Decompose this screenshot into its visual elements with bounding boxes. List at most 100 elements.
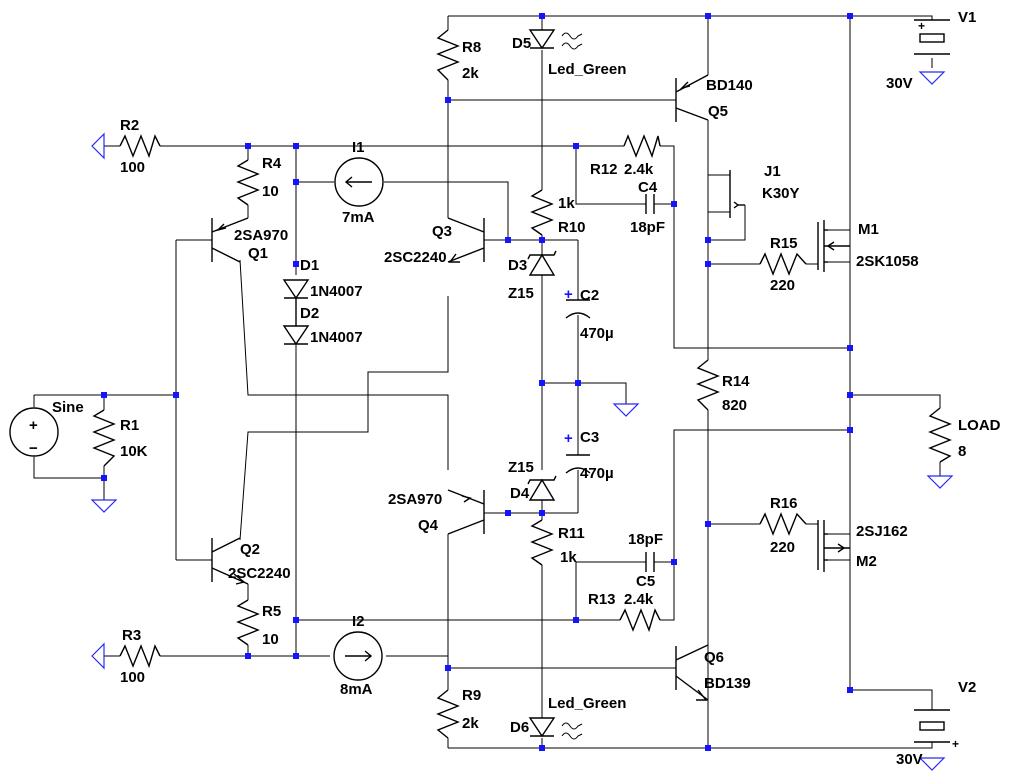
r5-name: R5: [262, 603, 281, 620]
v1-name: V1: [958, 9, 976, 26]
c4-symbol[interactable]: [645, 194, 655, 214]
c2-value: 470µ: [580, 325, 614, 342]
q4-transistor-symbol[interactable]: [447, 489, 485, 535]
d2-symbol[interactable]: [282, 325, 310, 346]
r2-value: 100: [120, 159, 145, 176]
d5-led-symbol[interactable]: [528, 29, 583, 50]
m2-name: M2: [856, 553, 877, 570]
r15-name: R15: [770, 235, 798, 252]
j1-value: K30Y: [762, 185, 800, 202]
i2-name: I2: [352, 613, 365, 630]
r3-ground-icon: [91, 642, 105, 670]
v1-battery-symbol[interactable]: [914, 19, 950, 55]
m1-value: 2SK1058: [856, 253, 919, 270]
r13-symbol[interactable]: [619, 608, 661, 633]
q6-name: Q6: [704, 649, 724, 666]
q3-name: Q3: [432, 223, 452, 240]
v2-name: V2: [958, 679, 976, 696]
r8-symbol[interactable]: [436, 29, 460, 81]
i1-current-source-symbol[interactable]: [334, 157, 384, 207]
j1-name: J1: [764, 163, 781, 180]
q4-value: 2SA970: [388, 491, 442, 508]
r16-name: R16: [770, 495, 798, 512]
load-name: LOAD: [958, 417, 1001, 434]
v2-battery-symbol[interactable]: [914, 709, 950, 743]
q4-name: Q4: [418, 517, 439, 534]
r10-name: R10: [558, 219, 586, 236]
r11-value: 1k: [560, 549, 577, 566]
q5-transistor-symbol[interactable]: [675, 74, 709, 122]
c3-symbol[interactable]: [565, 454, 591, 474]
r9-value: 2k: [462, 715, 479, 732]
r2-symbol[interactable]: [119, 134, 161, 159]
d1-name: D1: [300, 257, 319, 274]
r1-symbol[interactable]: [92, 409, 116, 467]
q2-transistor-symbol[interactable]: [211, 537, 249, 585]
d1-symbol[interactable]: [282, 279, 310, 326]
r9-symbol[interactable]: [436, 689, 460, 739]
r10-value: 1k: [558, 195, 575, 212]
load-value: 8: [958, 443, 966, 460]
m2-mosfet-symbol[interactable]: [817, 520, 850, 572]
d3-name: D3: [508, 257, 527, 274]
load-ground-icon: [926, 475, 954, 489]
r4-symbol[interactable]: [236, 159, 260, 206]
d6-name: D6: [510, 719, 529, 736]
q5-value: BD140: [706, 77, 753, 94]
d6-led-symbol[interactable]: [528, 717, 583, 740]
q6-value: BD139: [704, 675, 751, 692]
d6-value: Led_Green: [548, 695, 626, 712]
q2-name: Q2: [240, 541, 260, 558]
sine-source-symbol[interactable]: [9, 407, 59, 457]
r1-name: R1: [120, 417, 139, 434]
r14-name: R14: [722, 373, 750, 390]
c3-name: C3: [580, 429, 599, 446]
v2-plus-mark: +: [952, 737, 959, 751]
r13-value: 2.4k: [624, 591, 654, 608]
r16-symbol[interactable]: [759, 512, 807, 536]
r11-symbol[interactable]: [530, 519, 554, 566]
wires: [33, 15, 941, 749]
r1-value: 10K: [120, 443, 148, 460]
r13-name: R13: [588, 591, 616, 608]
d4-name: D4: [510, 485, 530, 502]
r15-symbol[interactable]: [759, 252, 807, 276]
d4-zener-symbol[interactable]: [527, 475, 557, 501]
q6-transistor-symbol[interactable]: [675, 644, 709, 701]
r12-symbol[interactable]: [623, 134, 661, 159]
r4-value: 10: [262, 183, 279, 200]
r11-name: R11: [558, 525, 585, 542]
r12-value: 2.4k: [624, 161, 654, 178]
c2-name: C2: [580, 287, 599, 304]
r3-name: R3: [122, 627, 141, 644]
c5-value: 18pF: [628, 531, 663, 548]
i2-value: 8mA: [340, 681, 373, 698]
sine-minus-mark: −: [29, 440, 38, 457]
q3-transistor-symbol[interactable]: [447, 217, 485, 263]
j1-jfet-symbol[interactable]: [729, 170, 745, 218]
q1-transistor-symbol[interactable]: [211, 217, 249, 263]
c4-value: 18pF: [630, 219, 665, 236]
d3-zener-symbol[interactable]: [527, 250, 557, 276]
r3-symbol[interactable]: [119, 644, 161, 669]
d2-value: 1N4007: [310, 329, 363, 346]
m1-mosfet-symbol[interactable]: [817, 220, 850, 272]
r8-value: 2k: [462, 65, 479, 82]
r14-value: 820: [722, 397, 747, 414]
r5-symbol[interactable]: [236, 599, 260, 646]
i1-value: 7mA: [342, 209, 375, 226]
r14-symbol[interactable]: [696, 359, 720, 411]
d3-value: Z15: [508, 285, 534, 302]
load-resistor-symbol[interactable]: [928, 407, 952, 463]
c2-symbol[interactable]: [565, 299, 591, 319]
r10-symbol[interactable]: [530, 189, 554, 236]
m1-name: M1: [858, 221, 879, 238]
i2-current-source-symbol[interactable]: [333, 631, 383, 681]
r2-name: R2: [120, 117, 139, 134]
center-ground-icon: [612, 403, 640, 417]
c5-symbol[interactable]: [645, 552, 655, 572]
r9-name: R9: [462, 687, 481, 704]
d5-name: D5: [512, 35, 531, 52]
c3-value: 470µ: [580, 465, 614, 482]
